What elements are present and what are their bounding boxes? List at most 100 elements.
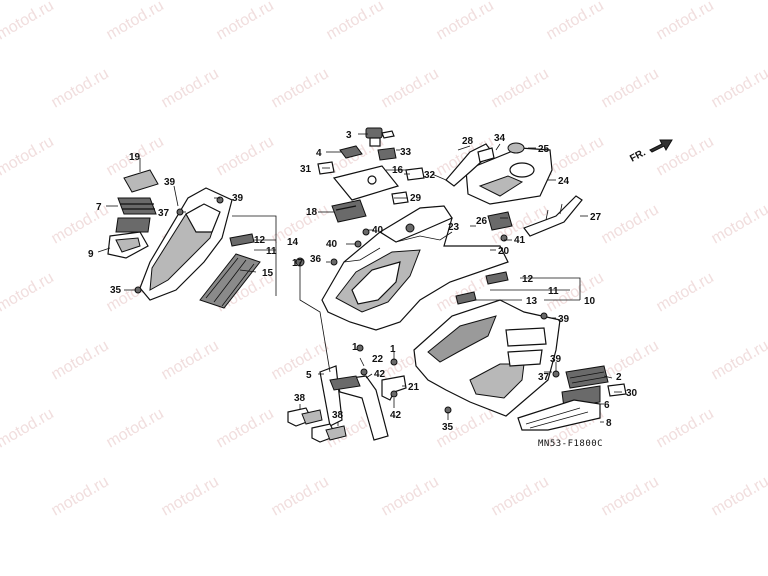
callout-38-a: 38: [294, 393, 306, 404]
callout-21: 21: [408, 382, 420, 393]
callout-13: 13: [526, 296, 538, 307]
callout-17: 17: [292, 258, 304, 269]
watermark-text: motod.ru: [159, 337, 222, 383]
watermark-text: motod.ru: [49, 473, 112, 519]
right-lower-trim: [517, 399, 601, 431]
diagram-code: MN53-F1800C: [538, 439, 603, 449]
watermark-text: motod.ru: [544, 133, 607, 179]
callout-25: 25: [538, 144, 550, 155]
left-trim-panel: [199, 253, 261, 309]
watermark-text: motod.ru: [49, 201, 112, 247]
callout-40-b: 40: [326, 239, 338, 250]
callout-20: 20: [498, 246, 510, 257]
watermark-text: motod.ru: [599, 473, 662, 519]
callout-29: 29: [410, 193, 422, 204]
grommet-26: [487, 211, 513, 231]
callout-3: 3: [346, 130, 352, 141]
watermark-text: motod.ru: [159, 473, 222, 519]
callout-11-a: 11: [266, 246, 277, 257]
watermark-text: motod.ru: [654, 0, 717, 43]
pads-12-13: [229, 233, 509, 305]
watermark-text: motod.ru: [49, 65, 112, 111]
callout-10: 10: [584, 296, 596, 307]
callout-24: 24: [558, 176, 570, 187]
watermark-text: motod.ru: [599, 337, 662, 383]
plate-34: [477, 147, 495, 163]
left-duct-upper: [115, 197, 157, 233]
callout-37-b: 37: [538, 372, 550, 383]
callout-18: 18: [306, 207, 318, 218]
callout-27: 27: [590, 212, 602, 223]
watermark-text: motod.ru: [269, 201, 332, 247]
callout-1-b: 1: [390, 344, 396, 355]
storage-lid: [332, 165, 400, 201]
callout-7: 7: [96, 202, 102, 213]
callout-1-a: 1: [352, 342, 358, 353]
callout-41: 41: [514, 235, 526, 246]
watermark-text: motod.ru: [379, 65, 442, 111]
callout-8: 8: [606, 418, 612, 429]
watermark-text: motod.ru: [709, 65, 768, 111]
callout-34: 34: [494, 133, 506, 144]
strap-27: [523, 195, 583, 237]
left-duct-lower: [107, 231, 149, 259]
callout-35-a: 35: [110, 285, 122, 296]
small-part-30: [607, 383, 627, 397]
front-arrow: [649, 139, 673, 153]
watermark-text: motod.ru: [0, 269, 57, 315]
callout-42-a: 42: [374, 369, 386, 380]
center-spine: [378, 205, 453, 243]
watermark-text: motod.ru: [709, 201, 768, 247]
clips-38: [287, 407, 347, 443]
callout-26: 26: [476, 216, 488, 227]
cap-25: [507, 142, 525, 154]
lock-cylinder: [365, 127, 395, 147]
watermark-text: motod.ru: [159, 65, 222, 111]
callout-15: 15: [262, 268, 274, 279]
callout-39-a: 39: [164, 177, 176, 188]
watermark-text: motod.ru: [269, 473, 332, 519]
watermark-text: motod.ru: [709, 473, 768, 519]
callout-labels: 19 39 37 7 9 35 39 12 14 11 15 3 4 33 31…: [88, 130, 648, 449]
callout-16: 16: [392, 165, 404, 176]
callout-12-b: 12: [522, 274, 534, 285]
callout-36: 36: [310, 254, 322, 265]
callout-35-b: 35: [442, 422, 454, 433]
callout-38-b: 38: [332, 410, 344, 421]
watermark-text: motod.ru: [434, 0, 497, 43]
watermark-text: motod.ru: [104, 405, 167, 451]
callout-30: 30: [626, 388, 638, 399]
lid-stay: [377, 147, 397, 161]
left-side-cover: [139, 187, 233, 301]
lid-hinge: [339, 145, 363, 159]
watermark-text: motod.ru: [49, 337, 112, 383]
watermark-text: motod.ru: [709, 337, 768, 383]
lower-stay: [319, 365, 389, 441]
watermark-text: motod.ru: [214, 133, 277, 179]
watermark-text: motod.ru: [654, 405, 717, 451]
callout-5: 5: [306, 370, 312, 381]
front-marker-label: FR.: [628, 147, 648, 164]
rear-top-cover: [465, 147, 553, 205]
watermark-text: motod.ru: [379, 473, 442, 519]
callout-23: 23: [448, 222, 460, 233]
callout-12-a: 12: [254, 235, 266, 246]
watermark-text: motod.ru: [489, 473, 552, 519]
callout-2: 2: [616, 372, 622, 383]
watermark-text: motod.ru: [104, 0, 167, 43]
watermark-text: motod.ru: [269, 65, 332, 111]
callout-14: 14: [287, 237, 299, 248]
leader-lines: [97, 133, 622, 426]
watermark-text: motod.ru: [0, 0, 57, 43]
callout-33: 33: [400, 147, 412, 158]
callout-9: 9: [88, 249, 94, 260]
callout-4: 4: [316, 148, 322, 159]
bracket-18: [331, 199, 367, 223]
watermark-text: motod.ru: [599, 65, 662, 111]
callout-39-b: 39: [232, 193, 244, 204]
right-side-cover: [413, 299, 561, 417]
callout-40-a: 40: [372, 225, 384, 236]
callout-39-d: 39: [550, 354, 562, 365]
